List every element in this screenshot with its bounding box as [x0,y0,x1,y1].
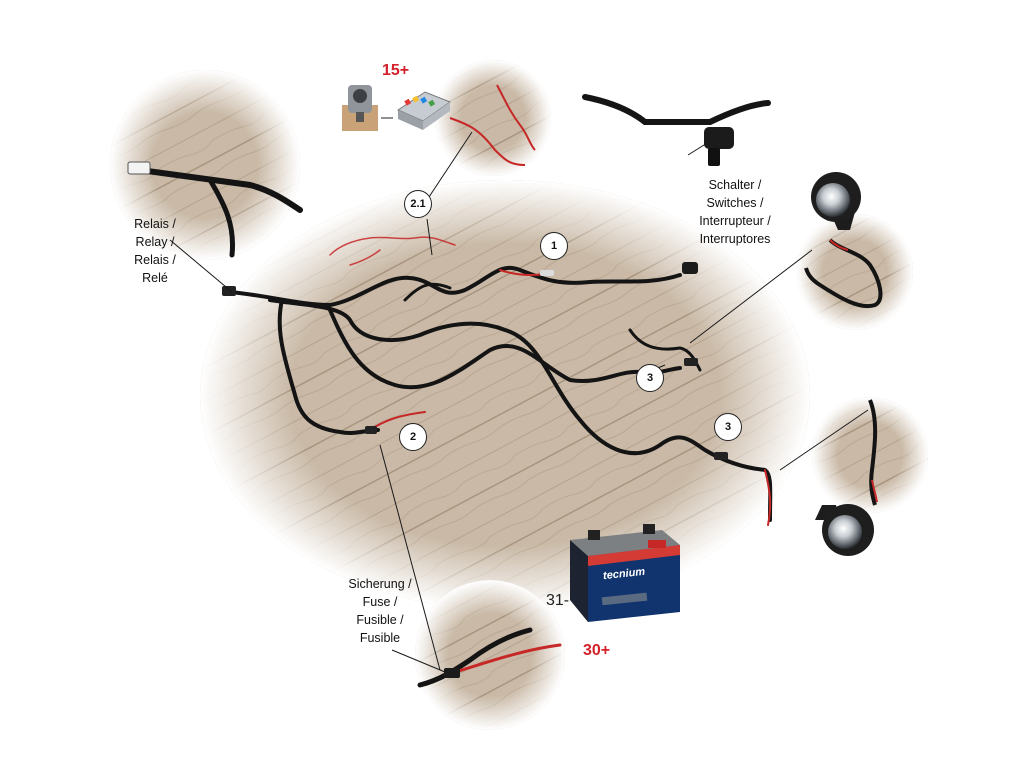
aux-light-top [811,172,861,230]
battery-negative-label: 31- [546,592,570,609]
floor-main [200,180,810,610]
handlebar [582,94,771,125]
leader-lines [169,131,869,673]
callout-2-1: 2.1 [404,190,432,218]
battery [570,524,680,622]
ignition-lock [342,85,378,131]
detail-fuse-bubble [415,580,565,730]
fuse-box [396,91,452,130]
switch-label: Schalter / Switches / Interrupteur / Int… [699,178,771,246]
detail-light-bottom-bubble [812,397,928,513]
aux-light-top-cable [804,238,883,309]
handlebar-switch [704,127,734,166]
battery-positive-label: 30+ [583,642,611,659]
aux-light-bottom-cable [868,399,878,506]
detail-light-top-bubble [797,214,913,330]
callout-3-upper: 3 [636,364,664,392]
callout-1: 1 [540,232,568,260]
relay-detail-cable [127,161,303,258]
ignition-detail-wires [449,84,536,166]
detail-ignition-bubble [435,60,551,176]
callout-2: 2 [399,423,427,451]
fuse-label: Sicherung / Fuse / Fusible / Fusible [348,577,412,645]
harness-connectors [222,262,728,460]
detail-relay-bubble [110,70,300,260]
callout-3-lower: 3 [714,413,742,441]
relay-label: Relais / Relay / Relais / Relé [134,217,176,285]
ignition-terminal-label: 15+ [382,62,410,79]
aux-light-bottom [815,504,874,556]
fuse-detail-cable [417,627,562,688]
battery-positive-cap [648,540,666,548]
